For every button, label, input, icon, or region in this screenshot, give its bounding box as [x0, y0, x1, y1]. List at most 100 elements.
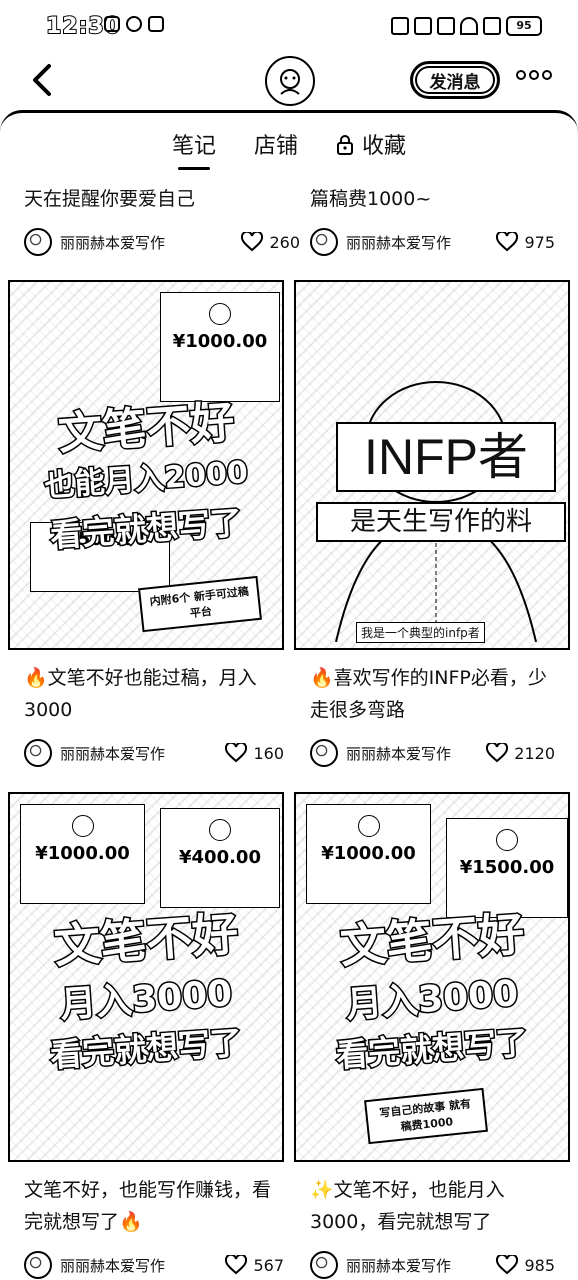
nfc-icon [391, 17, 409, 35]
receipt-amount: ¥400.00 [179, 847, 261, 868]
dot-icon [516, 70, 526, 80]
receipt-amount: ¥1500.00 [52, 529, 148, 550]
tab-shop[interactable]: 店铺 [253, 134, 298, 159]
notification-icons [104, 16, 164, 32]
note-title: 篇稿费1000~ [310, 188, 432, 210]
payment-receipt: ¥1000.00 [20, 804, 145, 904]
author-avatar [310, 228, 338, 256]
note-cover-image[interactable]: INFP者 是天生写作的料 我是一个典型的infp者 [294, 280, 570, 650]
note-cover-image[interactable]: ¥1000.00 ¥1500.00 文笔不好 月入3000 看完就想写了 写自己… [294, 792, 570, 1162]
payment-receipt: ¥1500.00 [30, 522, 170, 592]
profile-header: 发消息 [0, 56, 578, 108]
author-avatar [24, 228, 52, 256]
tab-favorites[interactable]: 收藏 [332, 128, 410, 160]
heart-icon [241, 232, 264, 252]
note-meta: 丽丽赫本爱写作 160 [24, 738, 284, 768]
dot-icon [529, 70, 539, 80]
like-count: 2120 [514, 743, 555, 763]
cloud-icon [126, 16, 142, 32]
avatar-face-icon [280, 69, 300, 95]
note-card[interactable]: ✨文笔不好，也能月入3000，看完就想写了 丽丽赫本爱写作 985 [310, 1174, 555, 1280]
chat-icon [104, 16, 120, 32]
like-button[interactable]: 260 [241, 232, 300, 252]
author[interactable]: 丽丽赫本爱写作 [310, 1251, 451, 1279]
chevron-left-icon [33, 64, 51, 96]
note-card-partial[interactable]: 篇稿费1000~ 丽丽赫本爱写作 975 [310, 183, 555, 257]
mute-icon [437, 17, 455, 35]
like-button[interactable]: 985 [496, 1255, 555, 1275]
status-bar: 12:30 95 [0, 0, 578, 56]
dot-icon [542, 70, 552, 80]
tab-notes[interactable]: 笔记 [168, 128, 220, 170]
like-button[interactable]: 160 [225, 743, 284, 763]
like-count: 160 [253, 743, 284, 763]
app-icon [148, 16, 164, 32]
note-meta: 丽丽赫本爱写作 567 [24, 1250, 284, 1280]
author-name: 丽丽赫本爱写作 [60, 233, 166, 252]
like-count: 567 [253, 1255, 284, 1275]
receipt-amount: ¥1000.00 [172, 331, 268, 352]
receipt-amount: ¥1000.00 [321, 843, 416, 864]
signal-icon [483, 17, 501, 35]
cover-subheadline: 是天生写作的料 [316, 502, 566, 542]
author-avatar [310, 739, 338, 767]
check-icon [209, 303, 231, 325]
heart-icon [225, 743, 248, 763]
author-name: 丽丽赫本爱写作 [346, 744, 452, 763]
note-card[interactable]: 文笔不好，也能写作赚钱，看完就想写了🔥 丽丽赫本爱写作 567 [24, 1174, 284, 1280]
note-meta: 丽丽赫本爱写作 985 [310, 1250, 555, 1280]
system-icons: 95 [391, 16, 542, 36]
receipt-amount: ¥1000.00 [35, 843, 130, 864]
lock-icon [337, 135, 353, 155]
author[interactable]: 丽丽赫本爱写作 [310, 228, 451, 256]
receipt-amount: ¥1500.00 [459, 857, 555, 878]
note-cover-image[interactable]: ¥1000.00 ¥400.00 文笔不好 月入3000 看完就想写了 [8, 792, 284, 1162]
payment-receipt: ¥1000.00 [160, 292, 280, 402]
author[interactable]: 丽丽赫本爱写作 [24, 1251, 165, 1279]
wifi-icon [460, 17, 478, 35]
heart-icon [496, 232, 519, 252]
message-button[interactable]: 发消息 [410, 61, 500, 99]
note-title: 🔥文笔不好也能过稿，月入3000 [24, 667, 257, 721]
author-avatar [310, 1251, 338, 1279]
author-name: 丽丽赫本爱写作 [60, 744, 166, 763]
heart-icon [225, 1255, 248, 1275]
like-button[interactable]: 567 [225, 1255, 284, 1275]
note-card[interactable]: 🔥喜欢写作的INFP必看，少走很多弯路 丽丽赫本爱写作 2120 [310, 662, 555, 768]
like-button[interactable]: 975 [496, 232, 555, 252]
like-button[interactable]: 2120 [486, 743, 555, 763]
note-meta: 丽丽赫本爱写作 2120 [310, 738, 555, 768]
note-title: 🔥喜欢写作的INFP必看，少走很多弯路 [310, 667, 547, 721]
note-title: ✨文笔不好，也能月入3000，看完就想写了 [310, 1179, 505, 1233]
like-count: 975 [524, 232, 555, 252]
author[interactable]: 丽丽赫本爱写作 [24, 228, 165, 256]
check-icon [209, 819, 231, 841]
more-options-button[interactable] [516, 70, 552, 80]
back-button[interactable] [22, 60, 62, 100]
payment-receipt: ¥400.00 [160, 808, 280, 908]
payment-receipt: ¥1000.00 [306, 804, 431, 904]
note-title: 文笔不好，也能写作赚钱，看完就想写了🔥 [24, 1179, 272, 1233]
avatar[interactable] [265, 56, 315, 106]
cover-caption: 我是一个典型的infp者 [356, 622, 485, 643]
check-icon [71, 815, 94, 837]
note-title: 天在提醒你要爱自己 [24, 188, 196, 210]
payment-receipt: ¥1500.00 [446, 818, 568, 918]
author[interactable]: 丽丽赫本爱写作 [24, 739, 165, 767]
like-count: 260 [269, 232, 300, 252]
author-avatar [24, 739, 52, 767]
note-cover-image[interactable]: ¥1000.00 ¥1500.00 文笔不好 也能月入2000 看完就想写了 内… [8, 280, 284, 650]
tab-bar: 笔记 店铺 收藏 [0, 128, 578, 170]
note-meta: 丽丽赫本爱写作 975 [310, 227, 555, 257]
check-icon [496, 829, 518, 851]
author-avatar [24, 1251, 52, 1279]
bluetooth-icon [414, 17, 432, 35]
author-name: 丽丽赫本爱写作 [60, 1256, 166, 1275]
author-name: 丽丽赫本爱写作 [346, 233, 452, 252]
like-count: 985 [524, 1255, 555, 1275]
note-card[interactable]: 🔥文笔不好也能过稿，月入3000 丽丽赫本爱写作 160 [24, 662, 284, 768]
note-card-partial[interactable]: 天在提醒你要爱自己 丽丽赫本爱写作 260 [24, 183, 300, 257]
author[interactable]: 丽丽赫本爱写作 [310, 739, 451, 767]
heart-icon [486, 743, 509, 763]
heart-icon [496, 1255, 519, 1275]
